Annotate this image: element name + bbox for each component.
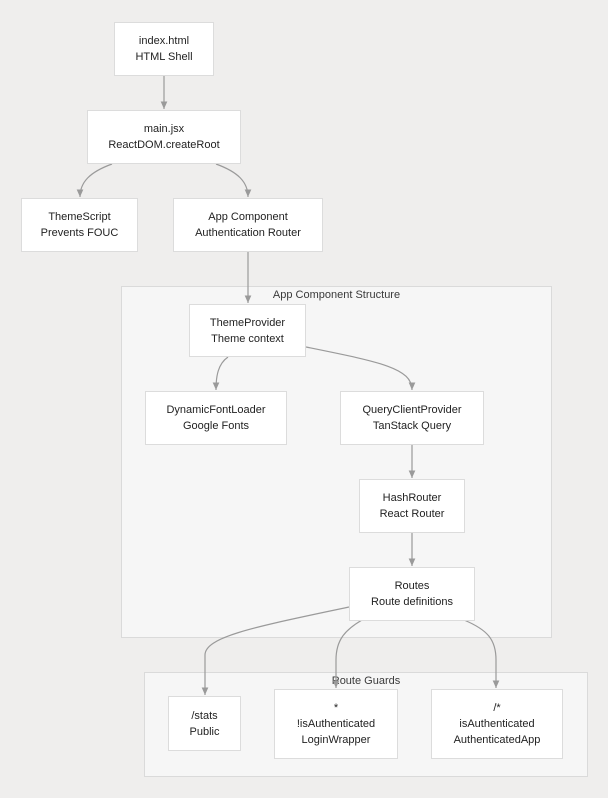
node-label-line2: Route definitions bbox=[371, 596, 453, 608]
node-label-line1: main.jsx bbox=[143, 123, 185, 135]
node-label-line1: ThemeProvider bbox=[209, 316, 286, 329]
node-stats[interactable]: /stats Public bbox=[168, 696, 241, 751]
node-label-line2: isAuthenticated bbox=[459, 718, 535, 730]
edge-main-to-themescript bbox=[76, 163, 113, 198]
node-theme-provider[interactable]: ThemeProvider Theme context bbox=[189, 304, 306, 357]
node-label-line1: /stats bbox=[191, 709, 218, 722]
edge-main-to-app bbox=[215, 163, 252, 198]
node-label-line2: Public bbox=[189, 725, 220, 738]
node-index-html[interactable]: index.html HTML Shell bbox=[114, 22, 214, 76]
node-label-line1: Routes bbox=[394, 580, 430, 592]
edge-routes-to-loginwrapper bbox=[332, 619, 363, 688]
cluster-title: App Component Structure bbox=[272, 289, 401, 301]
node-label-line2: HTML Shell bbox=[135, 51, 193, 63]
node-label-line2: ReactDOM.createRoot bbox=[108, 139, 220, 151]
node-label-line2: TanStack Query bbox=[372, 420, 452, 432]
node-query-client-provider[interactable]: QueryClientProvider TanStack Query bbox=[340, 391, 484, 445]
node-main-jsx[interactable]: main.jsx ReactDOM.createRoot bbox=[87, 110, 241, 164]
node-dynamic-font-loader[interactable]: DynamicFontLoader Google Fonts bbox=[145, 391, 287, 445]
node-label-line1: App Component bbox=[208, 211, 288, 223]
node-theme-script[interactable]: ThemeScript Prevents FOUC bbox=[21, 198, 138, 252]
node-label-line2: Authentication Router bbox=[195, 227, 301, 239]
node-label-line1: DynamicFontLoader bbox=[166, 404, 266, 416]
node-label-line2: Prevents FOUC bbox=[40, 227, 119, 239]
node-label-line3: AuthenticatedApp bbox=[453, 734, 541, 746]
node-label-line1: index.html bbox=[138, 35, 190, 47]
node-login-wrapper[interactable]: * !isAuthenticated LoginWrapper bbox=[274, 689, 398, 759]
edge-themeprovider-to-fontloader bbox=[212, 356, 229, 391]
node-label-line2: Theme context bbox=[211, 332, 284, 345]
node-label-line1: ThemeScript bbox=[48, 211, 111, 223]
node-label-line2: React Router bbox=[379, 508, 445, 520]
cluster-title: Route Guards bbox=[331, 675, 401, 687]
node-label-line1: * bbox=[333, 702, 339, 714]
node-authenticated-app[interactable]: /* isAuthenticated AuthenticatedApp bbox=[431, 689, 563, 759]
node-app-component[interactable]: App Component Authentication Router bbox=[173, 198, 323, 252]
edge-themeprovider-to-queryclient bbox=[305, 346, 416, 391]
node-label-line2: !isAuthenticated bbox=[296, 718, 376, 730]
node-label-line3: LoginWrapper bbox=[301, 734, 371, 746]
edge-routes-to-stats bbox=[201, 606, 350, 695]
node-routes[interactable]: Routes Route definitions bbox=[349, 567, 475, 621]
edge-routes-to-authenticatedapp bbox=[463, 619, 500, 688]
node-label-line2: Google Fonts bbox=[182, 420, 250, 432]
node-label-line1: HashRouter bbox=[382, 492, 442, 504]
node-label-line1: QueryClientProvider bbox=[362, 404, 462, 416]
node-label-line1: /* bbox=[493, 702, 501, 714]
node-hash-router[interactable]: HashRouter React Router bbox=[359, 479, 465, 533]
